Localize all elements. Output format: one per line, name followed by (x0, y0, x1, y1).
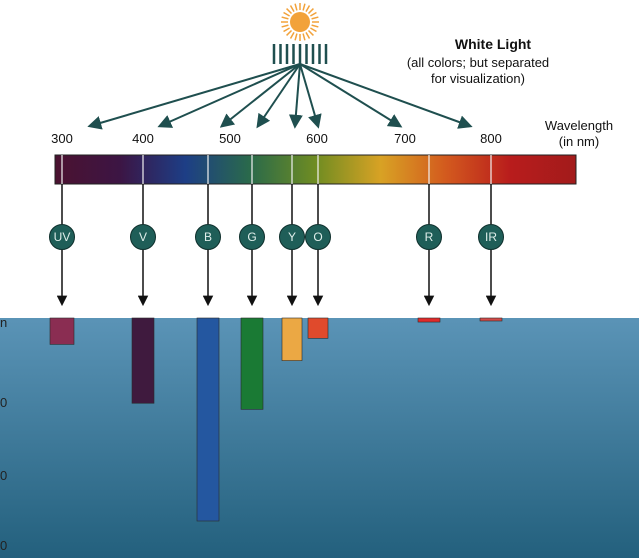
sun-ray (302, 3, 306, 11)
band-badge-r: R (416, 224, 442, 250)
penetration-bar-ir (479, 317, 503, 322)
penetration-bar-y (281, 317, 303, 361)
sun-ray (289, 32, 295, 39)
depth-label-1: n (0, 315, 8, 330)
white-light-ray (87, 63, 301, 130)
sun-ray (289, 5, 295, 12)
penetration-bar-b (196, 317, 220, 522)
sun-ray (286, 29, 293, 36)
sun-ray (305, 5, 311, 12)
tick-label-800: 800 (480, 131, 502, 146)
band-badge-ir: IR (478, 224, 504, 250)
tick-label-300: 300 (51, 131, 73, 146)
sun-ray-stubs (272, 44, 328, 64)
penetration-bar-r (417, 317, 441, 323)
white-light-ray (299, 63, 403, 128)
tick-label-400: 400 (132, 131, 154, 146)
band-badge-o: O (305, 224, 331, 250)
white-light-rays (87, 63, 473, 130)
subtitle-line-2: for visualization) (431, 71, 525, 86)
sun-ray (286, 8, 293, 15)
white-light-ray (219, 63, 301, 128)
spectrum-bar (54, 154, 577, 185)
diagram-subtitle: (all colors; but separated for visualiza… (378, 55, 578, 87)
sun-ray (310, 11, 317, 17)
sun-ray (307, 8, 314, 15)
water-body (0, 312, 639, 558)
sun-ray (310, 27, 317, 33)
depth-label-3: 0 (0, 468, 8, 483)
sun-ray (294, 33, 298, 41)
diagram-title: White Light (454, 36, 532, 52)
sun-ray (302, 33, 306, 41)
tick-label-600: 600 (306, 131, 328, 146)
band-arrows (56, 184, 497, 307)
water-surface-waves (0, 308, 639, 318)
sun-disc (290, 12, 310, 32)
penetration-bar-uv (49, 317, 75, 345)
penetration-bar-v (131, 317, 155, 404)
white-light-ray (288, 63, 303, 129)
axis-label-line-1: Wavelength (544, 118, 614, 133)
depth-label-4: 0 (0, 538, 8, 553)
sun-ray (311, 16, 319, 20)
band-badge-b: B (195, 224, 221, 250)
sun-ray (305, 32, 311, 39)
white-light-ray (299, 63, 322, 129)
band-badge-v: V (130, 224, 156, 250)
white-light-ray (157, 63, 301, 128)
band-badge-g: G (239, 224, 265, 250)
sun-ray (283, 11, 290, 17)
penetration-bar-o (307, 317, 329, 339)
penetration-bars (49, 317, 503, 522)
sun-ray (281, 24, 289, 28)
white-light-ray (299, 63, 473, 129)
axis-label-line-2: (in nm) (558, 134, 600, 149)
penetration-bar-g (240, 317, 264, 410)
tick-label-500: 500 (219, 131, 241, 146)
sun-ray (281, 16, 289, 20)
depth-label-2: 0 (0, 395, 8, 410)
band-badge-uv: UV (49, 224, 75, 250)
sun-ray (294, 3, 298, 11)
white-light-ray (256, 63, 301, 129)
axis-label: Wavelength (in nm) (520, 118, 638, 150)
spectrum-tick-lines (61, 155, 492, 184)
sun-ray (307, 29, 314, 36)
wave-crests (0, 308, 639, 318)
sun-icon (281, 3, 319, 41)
tick-label-700: 700 (394, 131, 416, 146)
subtitle-line-1: (all colors; but separated (406, 55, 550, 70)
sun-ray (311, 24, 319, 28)
band-badge-y: Y (279, 224, 305, 250)
sun-ray (283, 27, 290, 33)
